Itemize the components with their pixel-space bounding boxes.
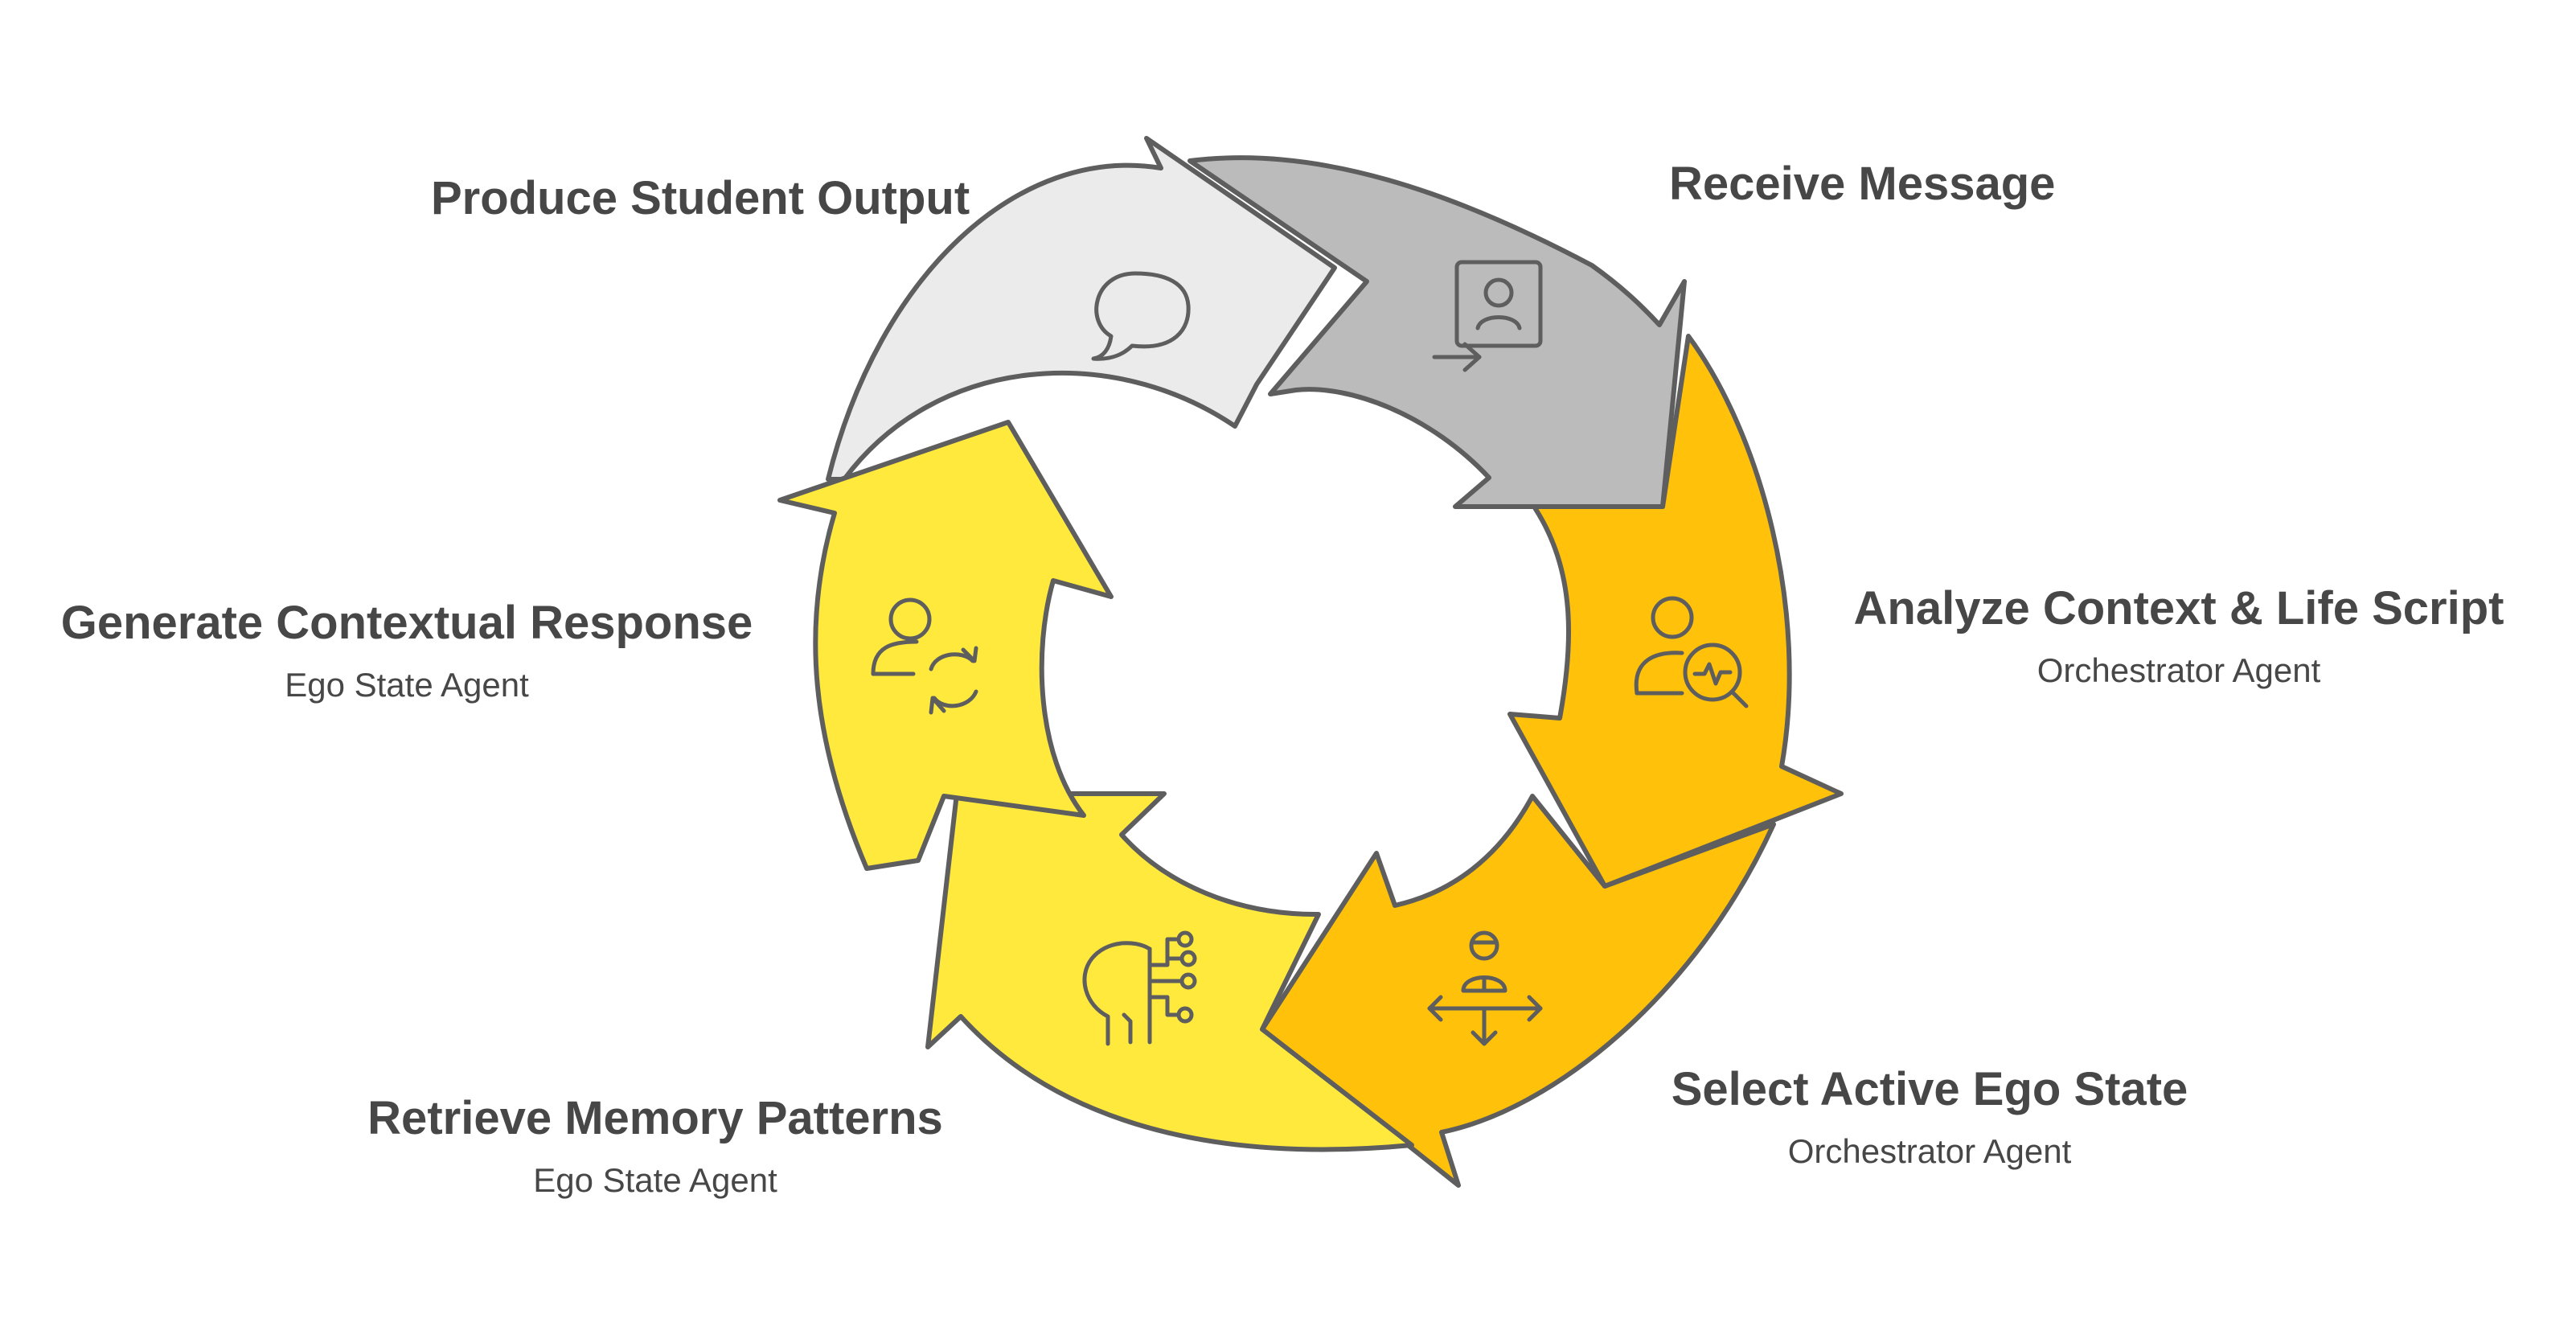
- step-retrieve-subtitle: Ego State Agent: [533, 1161, 777, 1199]
- speech-bubble-icon: [1091, 271, 1191, 361]
- segment-produce: [826, 136, 1337, 482]
- step-retrieve-title: Retrieve Memory Patterns: [367, 1092, 943, 1144]
- step-select-title: Select Active Ego State: [1671, 1063, 2188, 1115]
- segment-generate: [777, 420, 1114, 871]
- step-select: Select Active Ego State Orchestrator Age…: [1624, 1063, 2235, 1172]
- step-generate: Generate Contextual Response Ego State A…: [45, 597, 769, 706]
- segment-select: [1260, 794, 1776, 1188]
- person-analytics-icon: [1634, 596, 1749, 708]
- step-generate-title: Generate Contextual Response: [60, 597, 753, 649]
- segment-analyze: [1507, 334, 1844, 889]
- user-login-icon: [1432, 260, 1543, 372]
- step-select-subtitle: Orchestrator Agent: [1787, 1132, 2072, 1170]
- person-arrows-icon: [1427, 930, 1543, 1046]
- step-analyze-title: Analyze Context & Life Script: [1853, 582, 2504, 634]
- step-receive-title: Receive Message: [1669, 158, 2056, 210]
- step-analyze: Analyze Context & Life Script Orchestrat…: [1849, 582, 2508, 692]
- step-produce-title: Produce Student Output: [431, 172, 970, 224]
- step-retrieve: Retrieve Memory Patterns Ego State Agent: [338, 1092, 973, 1201]
- step-produce: Produce Student Output: [431, 172, 970, 225]
- head-circuit-icon: [1082, 930, 1197, 1046]
- step-generate-subtitle: Ego State Agent: [285, 666, 529, 704]
- person-refresh-icon: [871, 597, 978, 715]
- step-analyze-subtitle: Orchestrator Agent: [2037, 651, 2321, 689]
- step-receive: Receive Message: [1669, 158, 2055, 211]
- segment-retrieve: [925, 791, 1414, 1152]
- segment-receive: [1188, 155, 1687, 509]
